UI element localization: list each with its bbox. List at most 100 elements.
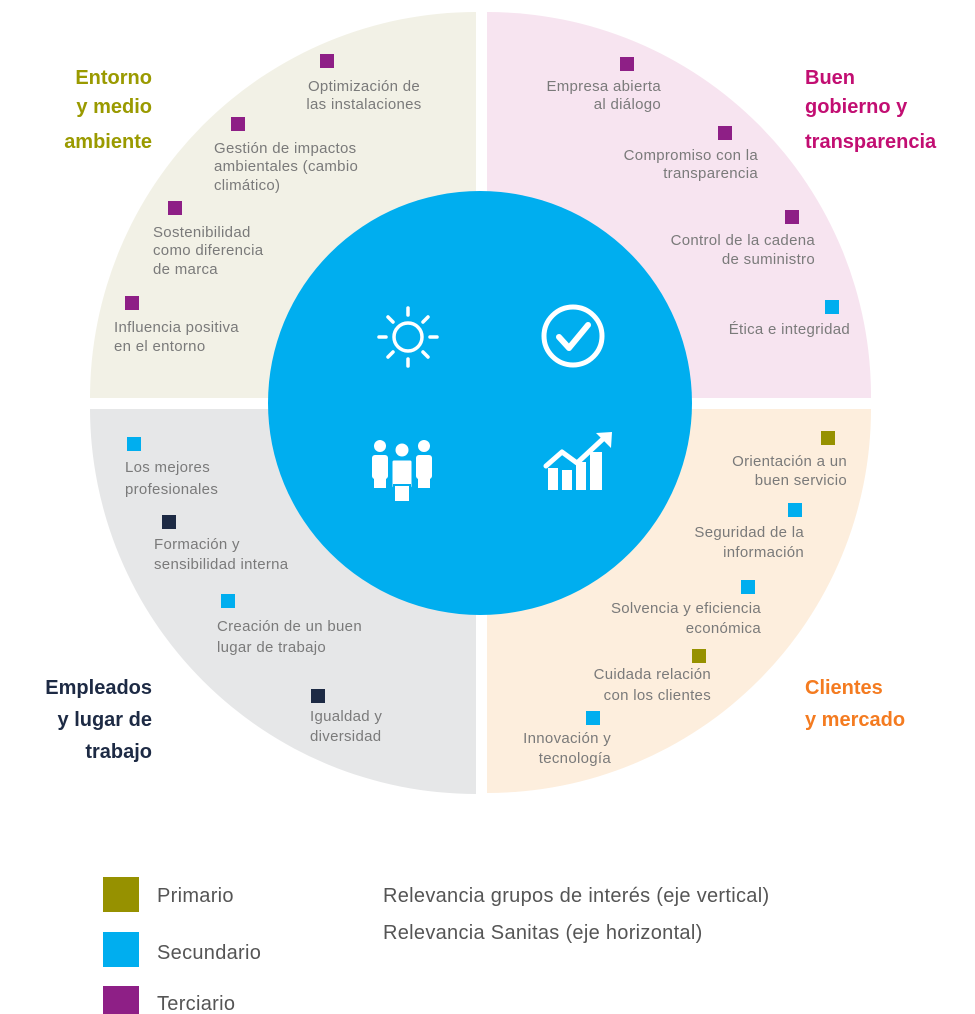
marker-secundario xyxy=(127,437,141,451)
topic-entorno-0: Optimización de las instalaciones xyxy=(306,54,421,113)
topic-entorno-3: Influencia positiva en el entorno xyxy=(114,296,239,355)
legend-label: Primario xyxy=(157,885,234,907)
topic-label-line: Compromiso con la xyxy=(624,147,759,164)
topic-empleados-1: Formación y sensibilidad interna xyxy=(154,515,289,573)
axis-note-vertical: Relevancia grupos de interés (eje vertic… xyxy=(383,885,769,907)
legend-item-secundario: Secundario xyxy=(103,932,261,967)
section-title-line: y medio xyxy=(76,96,152,118)
topic-label-line: buen servicio xyxy=(755,472,847,489)
axis-note-horizontal: Relevancia Sanitas (eje horizontal) xyxy=(383,922,703,944)
marker-terciario xyxy=(168,201,182,215)
marker-secundario xyxy=(586,711,600,725)
topic-label-line: diversidad xyxy=(310,728,381,745)
section-title-line: Empleados xyxy=(45,677,152,699)
marker-primario xyxy=(692,649,706,663)
title-gobierno: Buen gobierno y transparencia xyxy=(805,67,937,153)
topic-label-line: las instalaciones xyxy=(306,96,421,113)
topic-label-line: tecnología xyxy=(539,750,612,767)
topic-entorno-2: Sostenibilidad como diferencia de marca xyxy=(153,201,264,278)
legend-swatch-primario xyxy=(103,877,139,912)
topic-label-line: en el entorno xyxy=(114,338,205,355)
check-circle-icon xyxy=(541,304,605,368)
topic-empleados-2: Creación de un buen lugar de trabajo xyxy=(217,594,362,656)
section-title-line: gobierno y xyxy=(805,96,908,118)
topic-label-line: transparencia xyxy=(663,165,758,182)
topic-label-line: Control de la cadena xyxy=(671,232,816,249)
topic-entorno-1: Gestión de impactos ambientales (cambio … xyxy=(214,117,358,194)
topic-clientes-2: Solvencia y eficiencia económica xyxy=(611,580,761,637)
sun-icon xyxy=(377,306,439,368)
section-title-line: trabajo xyxy=(85,741,152,763)
marker-secundario xyxy=(221,594,235,608)
section-title-line: transparencia xyxy=(805,131,937,153)
topic-empleados-0: Los mejores profesionales xyxy=(125,437,218,498)
topic-clientes-1: Seguridad de la información xyxy=(694,503,804,561)
topic-label-line: como diferencia xyxy=(153,242,264,259)
section-title-line: ambiente xyxy=(64,131,152,153)
topic-label-line: Cuidada relación xyxy=(594,666,711,683)
topic-label-line: al diálogo xyxy=(594,96,661,113)
marker-terciario xyxy=(320,54,334,68)
section-title-line: Buen xyxy=(805,67,855,89)
topic-label-line: ambientales (cambio xyxy=(214,158,358,175)
topic-clientes-0: Orientación a un buen servicio xyxy=(732,431,847,489)
section-title-line: Clientes xyxy=(805,677,883,699)
topic-label-line: Empresa abierta xyxy=(546,78,661,95)
section-title-line: Entorno xyxy=(75,67,152,89)
topic-label-line: climático) xyxy=(214,177,280,194)
topic-empleados-3: Igualdad y diversidad xyxy=(310,689,382,745)
title-empleados: Empleados y lugar de trabajo xyxy=(45,677,152,763)
marker-primario xyxy=(821,431,835,445)
topic-label-line: lugar de trabajo xyxy=(217,639,326,656)
topic-gobierno-1: Compromiso con la transparencia xyxy=(624,126,759,182)
topic-label-line: Sostenibilidad xyxy=(153,224,251,241)
legend-item-primario: Primario xyxy=(103,877,234,912)
marker-dark xyxy=(162,515,176,529)
title-entorno: Entorno y medio ambiente xyxy=(64,67,152,153)
topic-label-line: de marca xyxy=(153,261,218,278)
topic-label-line: Orientación a un xyxy=(732,453,847,470)
topic-label-line: sensibilidad interna xyxy=(154,556,289,573)
legend-item-terciario: Terciario xyxy=(103,986,235,1014)
topic-label-line: Gestión de impactos xyxy=(214,140,356,157)
marker-dark xyxy=(311,689,325,703)
topic-clientes-4: Innovación y tecnología xyxy=(523,711,611,767)
topic-gobierno-0: Empresa abierta al diálogo xyxy=(546,57,661,113)
marker-secundario xyxy=(825,300,839,314)
title-clientes: Clientes y mercado xyxy=(805,677,905,731)
marker-secundario xyxy=(741,580,755,594)
marker-terciario xyxy=(231,117,245,131)
legend-swatch-secundario xyxy=(103,932,139,967)
topic-label-line: económica xyxy=(686,620,762,637)
marker-secundario xyxy=(788,503,802,517)
topic-label-line: Seguridad de la xyxy=(694,524,804,541)
legend-label: Secundario xyxy=(157,942,261,964)
topic-label-line: información xyxy=(723,544,804,561)
topic-label-line: Optimización de xyxy=(308,78,420,95)
topic-label-line: Formación y xyxy=(154,536,240,553)
topic-label-line: Ética e integridad xyxy=(729,321,850,338)
topic-label-line: Innovación y xyxy=(523,730,611,747)
center-circle xyxy=(268,191,692,615)
legend: Primario Secundario Terciario Relevancia… xyxy=(103,877,769,1014)
section-title-line: y lugar de xyxy=(58,709,152,731)
topic-label-line: Los mejores xyxy=(125,459,210,476)
topic-label-line: profesionales xyxy=(125,481,218,498)
people-icon xyxy=(372,440,432,503)
topic-label-line: Creación de un buen xyxy=(217,618,362,635)
legend-swatch-terciario xyxy=(103,986,139,1014)
topic-gobierno-3: Ética e integridad xyxy=(729,300,850,338)
topic-label-line: Solvencia y eficiencia xyxy=(611,600,761,617)
section-title-line: y mercado xyxy=(805,709,905,731)
legend-label: Terciario xyxy=(157,993,235,1014)
topic-label-line: Igualdad y xyxy=(310,708,382,725)
marker-terciario xyxy=(785,210,799,224)
topic-label-line: con los clientes xyxy=(604,687,711,704)
topic-gobierno-2: Control de la cadena de suministro xyxy=(671,210,816,268)
topic-label-line: de suministro xyxy=(722,251,815,268)
marker-terciario xyxy=(125,296,139,310)
growth-chart-icon xyxy=(543,432,612,490)
topic-clientes-3: Cuidada relación con los clientes xyxy=(594,649,711,704)
topic-label-line: Influencia positiva xyxy=(114,319,239,336)
